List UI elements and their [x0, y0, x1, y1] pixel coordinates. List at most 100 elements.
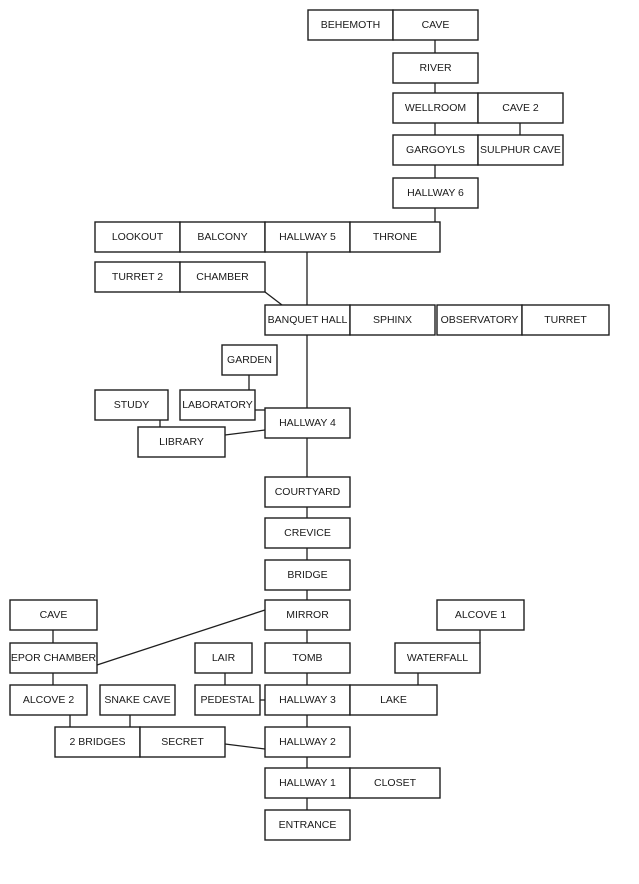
room-alcove2: ALCOVE 2 [9, 684, 88, 716]
room-label: MIRROR [286, 609, 329, 621]
room-wellroom: WELLROOM [392, 92, 479, 124]
room-box [264, 599, 351, 631]
room-box [99, 684, 176, 716]
room-box [9, 599, 98, 631]
room-label: HALLWAY 2 [279, 736, 336, 748]
room-box [179, 389, 256, 421]
room-cave-top: CAVE [392, 9, 479, 41]
room-hallway6: HALLWAY 6 [392, 177, 479, 209]
room-lake: LAKE [349, 684, 438, 716]
room-lookout: LOOKOUT [94, 221, 181, 253]
room-label: SECRET [161, 736, 204, 748]
room-label: GARDEN [227, 354, 272, 366]
room-box [394, 642, 481, 674]
connection-line [224, 429, 266, 436]
room-box [54, 726, 141, 758]
room-turret2: TURRET 2 [94, 261, 181, 293]
room-label: SPHINX [373, 314, 412, 326]
room-closet: CLOSET [349, 767, 441, 799]
room-label: BRIDGE [287, 569, 327, 581]
room-box [349, 221, 441, 253]
room-turret: TURRET [521, 304, 610, 336]
room-label: CAVE [40, 609, 68, 621]
room-box [392, 134, 479, 166]
room-lair: LAIR [194, 642, 253, 674]
room-box [264, 517, 351, 549]
room-box [194, 684, 261, 716]
room-two-bridges: 2 BRIDGES [54, 726, 141, 758]
room-laboratory: LABORATORY [179, 389, 256, 421]
room-label: BANQUET HALL [268, 314, 348, 326]
room-label: CAVE [422, 19, 450, 31]
room-gargoyls: GARGOYLS [392, 134, 479, 166]
room-entrance: ENTRANCE [264, 809, 351, 841]
room-label: HALLWAY 1 [279, 777, 336, 789]
room-box [349, 304, 436, 336]
room-box [194, 642, 253, 674]
room-chamber: CHAMBER [179, 261, 266, 293]
room-box [137, 426, 226, 458]
room-box [221, 344, 278, 376]
room-waterfall: WATERFALL [394, 642, 481, 674]
room-observatory: OBSERVATORY [436, 304, 523, 336]
room-label: RIVER [419, 62, 452, 74]
room-label: GARGOYLS [406, 144, 465, 156]
room-label: TURRET [544, 314, 587, 326]
room-label: LOOKOUT [112, 231, 164, 243]
room-mirror: MIRROR [264, 599, 351, 631]
room-pedestal: PEDESTAL [194, 684, 261, 716]
room-box [392, 92, 479, 124]
room-box [436, 304, 523, 336]
room-box [264, 809, 351, 841]
room-label: 2 BRIDGES [69, 736, 125, 748]
room-alcove1: ALCOVE 1 [436, 599, 525, 631]
room-label: ALCOVE 2 [23, 694, 75, 706]
room-label: BEHEMOTH [321, 19, 381, 31]
room-label: LAIR [212, 652, 236, 664]
room-label: LABORATORY [182, 399, 253, 411]
room-box [349, 767, 441, 799]
room-label: PEDESTAL [200, 694, 254, 706]
room-box [349, 684, 438, 716]
room-balcony: BALCONY [179, 221, 266, 253]
room-library: LIBRARY [137, 426, 226, 458]
connection-line [224, 743, 266, 750]
room-behemoth: BEHEMOTH [307, 9, 394, 41]
room-label: OBSERVATORY [441, 314, 519, 326]
room-label: LAKE [380, 694, 407, 706]
room-hallway1: HALLWAY 1 [264, 767, 351, 799]
room-label: COURTYARD [275, 486, 341, 498]
room-hallway3: HALLWAY 3 [264, 684, 351, 716]
room-box [264, 684, 351, 716]
room-box [392, 9, 479, 41]
room-box [392, 52, 479, 84]
room-box [436, 599, 525, 631]
room-throne: THRONE [349, 221, 441, 253]
room-box [264, 407, 351, 439]
room-label: SNAKE CAVE [104, 694, 170, 706]
room-label: THRONE [373, 231, 417, 243]
room-tomb: TOMB [264, 642, 351, 674]
room-label: HALLWAY 6 [407, 187, 464, 199]
room-hallway2: HALLWAY 2 [264, 726, 351, 758]
room-label: WELLROOM [405, 102, 466, 114]
room-courtyard: COURTYARD [264, 476, 351, 508]
room-cave2: CAVE 2 [477, 92, 564, 124]
room-box [392, 177, 479, 209]
room-label: WATERFALL [407, 652, 468, 664]
room-label: EPOR CHAMBER [11, 652, 97, 664]
room-box [521, 304, 610, 336]
room-study: STUDY [94, 389, 169, 421]
room-box [264, 559, 351, 591]
room-bridge: BRIDGE [264, 559, 351, 591]
room-box [9, 642, 98, 674]
room-box [264, 642, 351, 674]
room-river: RIVER [392, 52, 479, 84]
room-label: TURRET 2 [112, 271, 163, 283]
room-label: LIBRARY [159, 436, 204, 448]
room-banquet-hall: BANQUET HALL [264, 304, 351, 336]
room-box [307, 9, 394, 41]
room-sulphur-cave: SULPHUR CAVE [477, 134, 564, 166]
room-label: HALLWAY 3 [279, 694, 336, 706]
room-label: HALLWAY 5 [279, 231, 336, 243]
